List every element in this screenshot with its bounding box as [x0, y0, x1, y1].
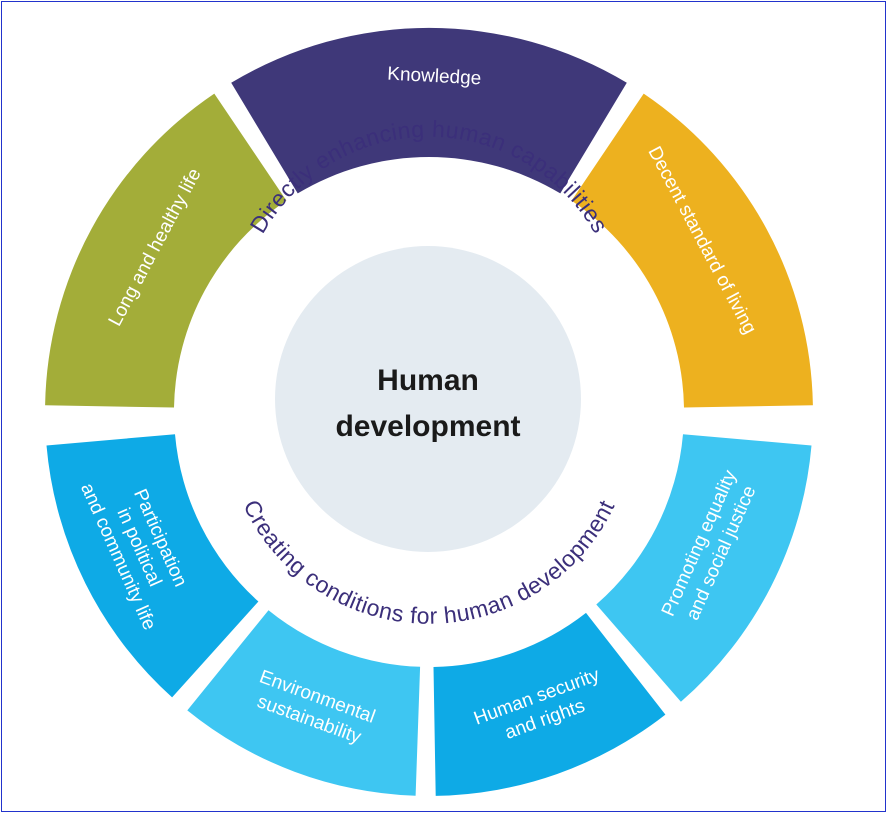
- center-title-line2: development: [335, 410, 520, 443]
- segment-long-healthy-life: [45, 93, 287, 408]
- segment-decent-standard-of-living: [571, 93, 813, 408]
- center-title-line1: Human: [377, 364, 479, 397]
- segment-promoting-equality: [596, 434, 812, 702]
- segment-human-security: [433, 612, 666, 796]
- segment-knowledge: [231, 27, 627, 194]
- label-knowledge: Knowledge: [387, 64, 482, 90]
- segment-participation: [46, 434, 259, 698]
- segment-environmental-sustainability: [187, 610, 421, 796]
- center-circle: [275, 246, 581, 552]
